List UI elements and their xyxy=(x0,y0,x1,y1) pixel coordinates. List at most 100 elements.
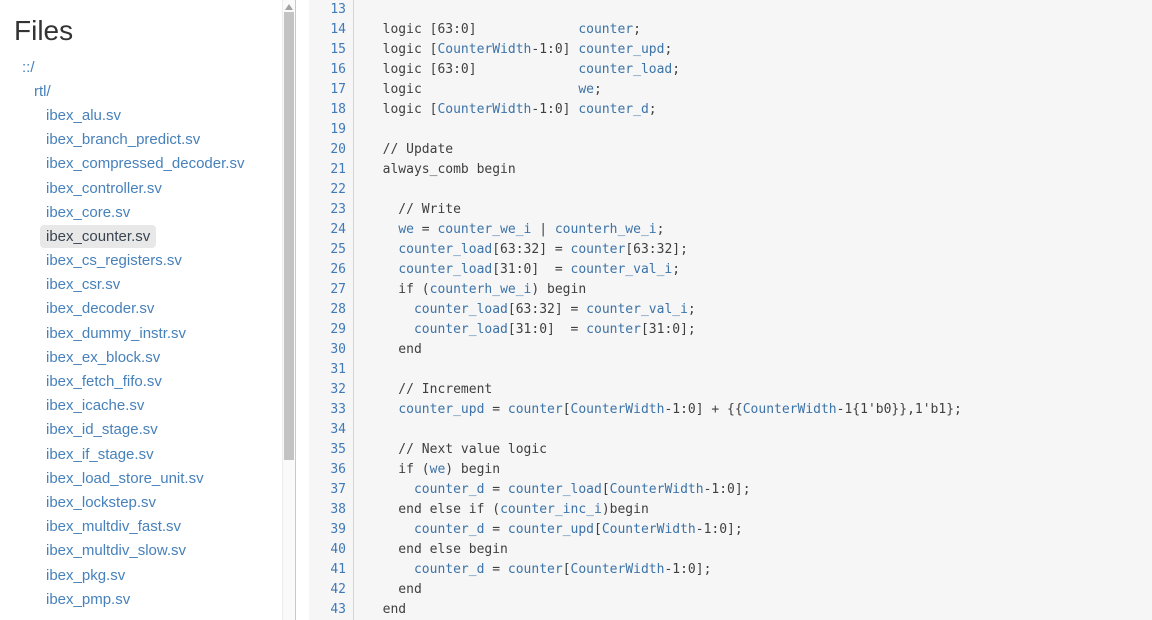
code-identifier-link[interactable]: counter_d xyxy=(413,522,485,537)
line-number[interactable]: 40 xyxy=(309,540,354,560)
code-identifier-link[interactable]: CounterWidth xyxy=(437,42,532,57)
code-identifier-link[interactable]: counter_d xyxy=(413,562,485,577)
code-identifier-link[interactable]: counter_load xyxy=(507,482,602,497)
code-identifier-link[interactable]: counter_val_i xyxy=(586,302,688,317)
code-line-text: if (we) begin xyxy=(354,460,500,480)
code-identifier-link[interactable]: counter_val_i xyxy=(570,262,673,277)
line-number[interactable]: 14 xyxy=(309,20,354,40)
code-identifier-link[interactable]: counter xyxy=(586,322,641,337)
code-identifier-link[interactable]: counter_load xyxy=(578,62,673,77)
sidebar-item-rtl[interactable]: rtl/ xyxy=(34,82,51,100)
sidebar-item-ibex-if-stage-sv[interactable]: ibex_if_stage.sv xyxy=(46,445,154,463)
code-identifier-link[interactable]: CounterWidth xyxy=(570,562,665,577)
scrollbar-thumb[interactable] xyxy=(284,12,294,460)
sidebar-item-ibex-decoder-sv[interactable]: ibex_decoder.sv xyxy=(46,300,155,318)
sidebar-item-ibex-load-store-unit-sv[interactable]: ibex_load_store_unit.sv xyxy=(46,469,204,487)
line-number[interactable]: 42 xyxy=(309,580,354,600)
line-number[interactable]: 25 xyxy=(309,240,354,260)
code-identifier-link[interactable]: counter_inc_i xyxy=(500,502,602,517)
code-identifier-link[interactable]: counter_load xyxy=(413,322,508,337)
code-identifier-link[interactable]: counter_upd xyxy=(507,522,594,537)
code-text: -1:0]; xyxy=(664,562,712,577)
code-identifier-link[interactable]: counter xyxy=(578,22,634,37)
code-identifier-link[interactable]: counter xyxy=(507,402,563,417)
sidebar-item-ibex-controller-sv[interactable]: ibex_controller.sv xyxy=(46,179,162,197)
code-identifier-link[interactable]: CounterWidth xyxy=(570,402,665,417)
line-number[interactable]: 37 xyxy=(309,480,354,500)
code-identifier-link[interactable]: counter_load xyxy=(398,242,493,257)
sidebar-item-ibex-alu-sv[interactable]: ibex_alu.sv xyxy=(46,106,122,124)
line-number[interactable]: 21 xyxy=(309,160,354,180)
line-number[interactable]: 28 xyxy=(309,300,354,320)
line-number[interactable]: 22 xyxy=(309,180,354,200)
tree-row: ibex_lockstep.sv xyxy=(0,490,282,514)
sidebar-item-ibex-ex-block-sv[interactable]: ibex_ex_block.sv xyxy=(46,348,161,366)
line-number[interactable]: 41 xyxy=(309,560,354,580)
code-text: [63:32]; xyxy=(625,242,688,257)
sidebar-item-ibex-csr-sv[interactable]: ibex_csr.sv xyxy=(46,276,121,294)
line-number[interactable]: 29 xyxy=(309,320,354,340)
tree-row: ibex_compressed_decoder.sv xyxy=(0,152,282,176)
code-text: ; xyxy=(672,262,681,277)
code-identifier-link[interactable]: we xyxy=(398,222,414,237)
line-number[interactable]: 17 xyxy=(309,80,354,100)
sidebar-item-ibex-dummy-instr-sv[interactable]: ibex_dummy_instr.sv xyxy=(46,324,187,342)
code-identifier-link[interactable]: counter_we_i xyxy=(437,222,532,237)
line-number[interactable]: 23 xyxy=(309,200,354,220)
line-number[interactable]: 16 xyxy=(309,60,354,80)
code-identifier-link[interactable]: CounterWidth xyxy=(742,402,837,417)
code-identifier-link[interactable]: we xyxy=(578,82,594,97)
code-identifier-link[interactable]: counter_load xyxy=(398,262,493,277)
code-identifier-link[interactable]: counter_upd xyxy=(578,42,665,57)
line-number[interactable]: 33 xyxy=(309,400,354,420)
sidebar-item-ibex-icache-sv[interactable]: ibex_icache.sv xyxy=(46,397,145,415)
code-identifier-link[interactable]: counter_upd xyxy=(398,402,485,417)
line-number[interactable]: 13 xyxy=(309,0,354,20)
scrollbar-up-arrow-icon[interactable] xyxy=(285,4,293,10)
code-identifier-link[interactable]: we xyxy=(429,462,446,477)
code-identifier-link[interactable]: CounterWidth xyxy=(601,522,696,537)
line-number[interactable]: 35 xyxy=(309,440,354,460)
code-identifier-link[interactable]: CounterWidth xyxy=(437,102,532,117)
line-number[interactable]: 32 xyxy=(309,380,354,400)
sidebar-item-ibex-core-sv[interactable]: ibex_core.sv xyxy=(46,203,131,221)
line-number[interactable]: 39 xyxy=(309,520,354,540)
sidebar-item-ibex-id-stage-sv[interactable]: ibex_id_stage.sv xyxy=(46,421,158,439)
line-number[interactable]: 24 xyxy=(309,220,354,240)
sidebar-item-ibex-pmp-sv[interactable]: ibex_pmp.sv xyxy=(46,590,131,608)
code-identifier-link[interactable]: CounterWidth xyxy=(609,482,704,497)
line-number[interactable]: 18 xyxy=(309,100,354,120)
sidebar-item-ibex-pkg-sv[interactable]: ibex_pkg.sv xyxy=(46,566,126,584)
line-number[interactable]: 26 xyxy=(309,260,354,280)
sidebar-item-ibex-lockstep-sv[interactable]: ibex_lockstep.sv xyxy=(46,493,157,511)
line-number[interactable]: 19 xyxy=(309,120,354,140)
sidebar-item-ibex-compressed-decoder-sv[interactable]: ibex_compressed_decoder.sv xyxy=(46,155,245,173)
line-number[interactable]: 27 xyxy=(309,280,354,300)
code-line-text: end else begin xyxy=(354,540,508,560)
code-identifier-link[interactable]: counter_d xyxy=(578,102,649,117)
code-text: = xyxy=(484,482,508,497)
line-number[interactable]: 20 xyxy=(309,140,354,160)
sidebar-item-ibex-counter-sv[interactable]: ibex_counter.sv xyxy=(40,224,157,248)
line-number[interactable]: 15 xyxy=(309,40,354,60)
code-identifier-link[interactable]: counterh_we_i xyxy=(554,222,657,237)
sidebar-item-[interactable]: ::/ xyxy=(22,58,35,76)
code-identifier-link[interactable]: counter xyxy=(507,562,563,577)
code-line-text: end xyxy=(354,580,422,600)
line-number[interactable]: 38 xyxy=(309,500,354,520)
sidebar-item-ibex-multdiv-fast-sv[interactable]: ibex_multdiv_fast.sv xyxy=(46,518,182,536)
line-number[interactable]: 30 xyxy=(309,340,354,360)
code-identifier-link[interactable]: counter_d xyxy=(413,482,485,497)
sidebar-item-ibex-fetch-fifo-sv[interactable]: ibex_fetch_fifo.sv xyxy=(46,373,162,391)
sidebar-item-ibex-cs-registers-sv[interactable]: ibex_cs_registers.sv xyxy=(46,252,182,270)
sidebar-scrollbar[interactable] xyxy=(282,0,296,620)
line-number[interactable]: 31 xyxy=(309,360,354,380)
code-identifier-link[interactable]: counterh_we_i xyxy=(429,282,532,297)
code-identifier-link[interactable]: counter xyxy=(570,242,626,257)
line-number[interactable]: 34 xyxy=(309,420,354,440)
line-number[interactable]: 43 xyxy=(309,600,354,620)
line-number[interactable]: 36 xyxy=(309,460,354,480)
sidebar-item-ibex-multdiv-slow-sv[interactable]: ibex_multdiv_slow.sv xyxy=(46,542,187,560)
code-identifier-link[interactable]: counter_load xyxy=(413,302,508,317)
sidebar-item-ibex-branch-predict-sv[interactable]: ibex_branch_predict.sv xyxy=(46,131,201,149)
